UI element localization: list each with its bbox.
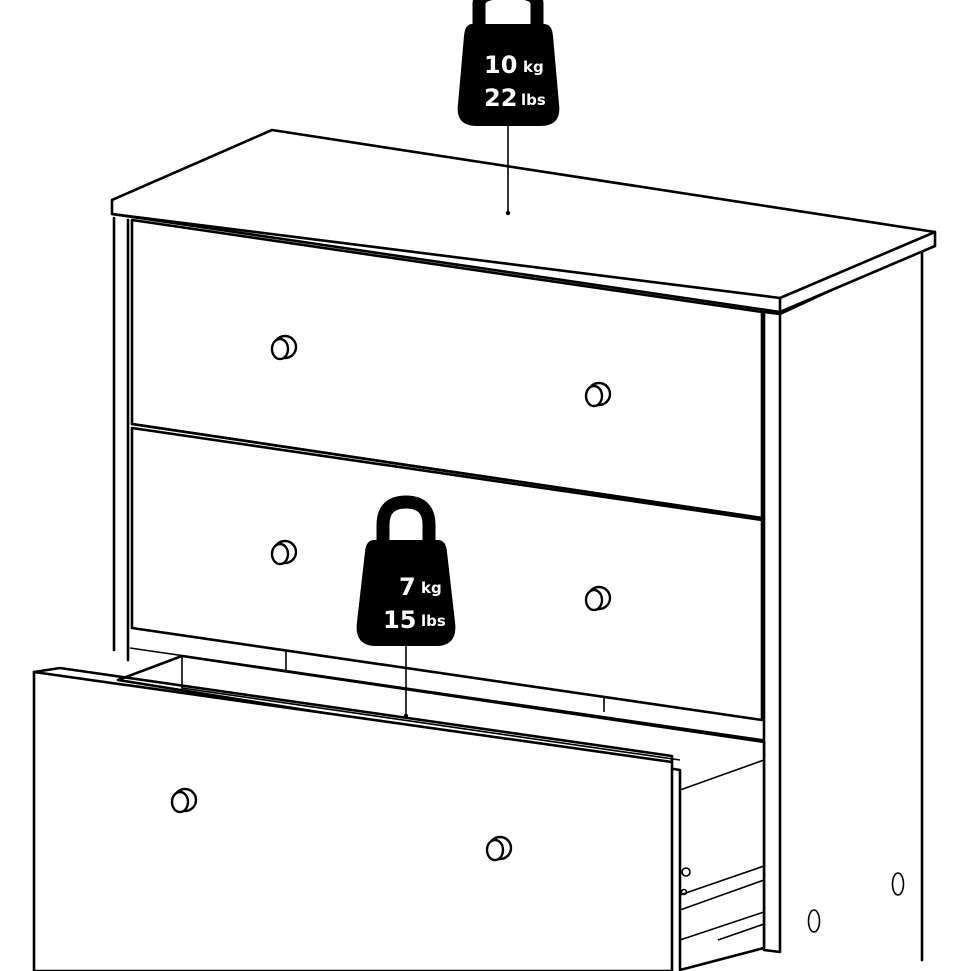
drawer-screw — [681, 867, 691, 877]
drawer-load-lbs-value: 15 — [383, 606, 416, 634]
drawer-knob — [584, 381, 612, 408]
drawer-load-kg-value: 7 — [399, 573, 416, 601]
top-load-kg-unit: kg — [523, 58, 544, 76]
top-load-lbs-unit: lbs — [521, 91, 546, 109]
drawer-knob — [584, 585, 612, 612]
drawer-top — [130, 218, 764, 520]
dresser-top — [110, 128, 937, 314]
drawer-knob — [485, 835, 513, 862]
drawer-open — [32, 654, 766, 971]
side-hole — [807, 909, 821, 933]
drawer-knob — [170, 787, 198, 814]
weight-icon — [457, 0, 560, 126]
drawer-load-weight: 7 kg 15 lbs — [356, 495, 456, 716]
top-load-weight: 10 kg 22 lbs — [457, 0, 560, 213]
top-load-kg-value: 10 — [484, 51, 517, 79]
weight-icon — [356, 495, 456, 646]
drawer-screw — [680, 888, 688, 896]
drawer-knob — [270, 334, 298, 361]
side-hole — [891, 872, 905, 896]
drawer-load-lbs-unit: lbs — [421, 612, 446, 630]
drawer-load-kg-unit: kg — [421, 579, 442, 597]
drawer-knob — [270, 539, 298, 566]
top-load-lbs-value: 22 — [484, 84, 517, 112]
